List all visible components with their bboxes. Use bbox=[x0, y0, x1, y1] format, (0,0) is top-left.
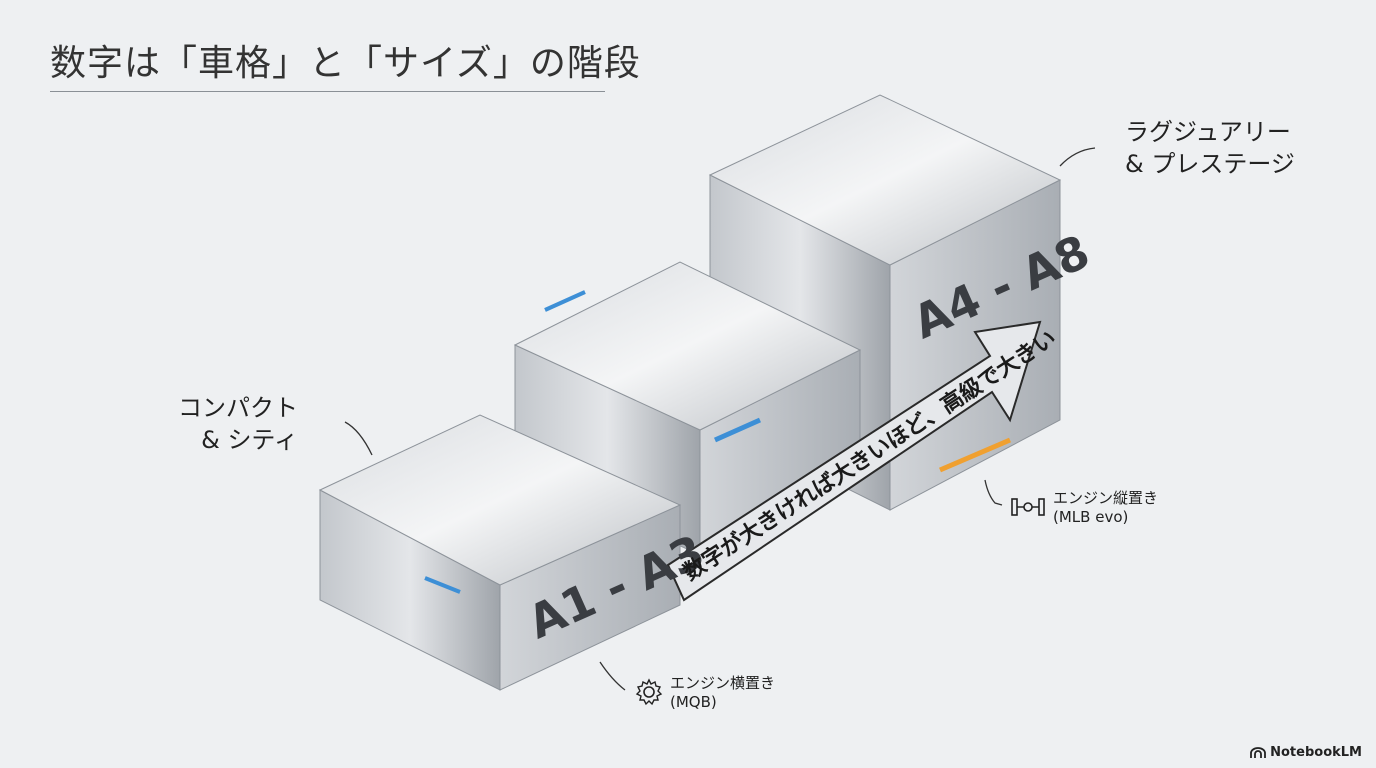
category-compact: コンパクト & シティ bbox=[176, 392, 298, 456]
platform-mqb-text: (MQB) bbox=[670, 693, 717, 711]
category-luxury: ラグジュアリー & プレステージ bbox=[1125, 116, 1295, 180]
category-compact-line1: コンパクト bbox=[178, 394, 298, 422]
engine-info-mlb: エンジン縦置き (MLB evo) bbox=[1053, 489, 1158, 527]
brand-watermark: NotebookLM bbox=[1250, 745, 1362, 760]
gear-icon bbox=[635, 678, 663, 706]
notebooklm-logo-icon bbox=[1250, 746, 1267, 758]
callout-line-mlb bbox=[984, 479, 1003, 506]
brand-text: NotebookLM bbox=[1270, 745, 1362, 760]
category-luxury-line2: & プレステージ bbox=[1125, 150, 1295, 178]
category-luxury-line1: ラグジュアリー bbox=[1125, 118, 1291, 146]
page-title: 数字は「車格」と「サイズ」の階段 bbox=[50, 43, 641, 84]
drivetrain-icon bbox=[1011, 498, 1045, 516]
engine-mlb-text: エンジン縦置き bbox=[1053, 489, 1159, 507]
engine-mqb-text: エンジン横置き bbox=[670, 674, 776, 692]
growth-arrow bbox=[666, 320, 1042, 602]
platform-mlb-text: (MLB evo) bbox=[1053, 508, 1129, 526]
engine-info-mqb: エンジン横置き (MQB) bbox=[670, 674, 775, 712]
title-divider bbox=[50, 91, 605, 92]
callout-line-luxury bbox=[1059, 147, 1096, 167]
callout-line-mqb bbox=[599, 661, 626, 691]
callout-line-compact bbox=[344, 421, 373, 456]
category-compact-line2: & シティ bbox=[201, 426, 298, 454]
box-a1-a3 bbox=[318, 414, 682, 691]
